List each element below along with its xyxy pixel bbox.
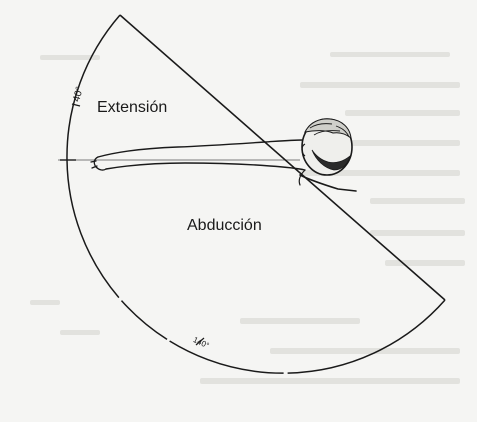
arm-outline-bottom bbox=[106, 163, 305, 170]
abduction-arc bbox=[67, 160, 445, 373]
abduction-label: Abducción bbox=[187, 217, 262, 234]
angle-40-label: 40° bbox=[71, 86, 86, 103]
torso bbox=[300, 175, 356, 191]
diameter-line bbox=[120, 15, 445, 300]
head bbox=[302, 119, 352, 175]
hand bbox=[91, 157, 106, 170]
angle-140-label: 140° bbox=[192, 335, 211, 350]
extension-label: Extensión bbox=[97, 99, 167, 116]
